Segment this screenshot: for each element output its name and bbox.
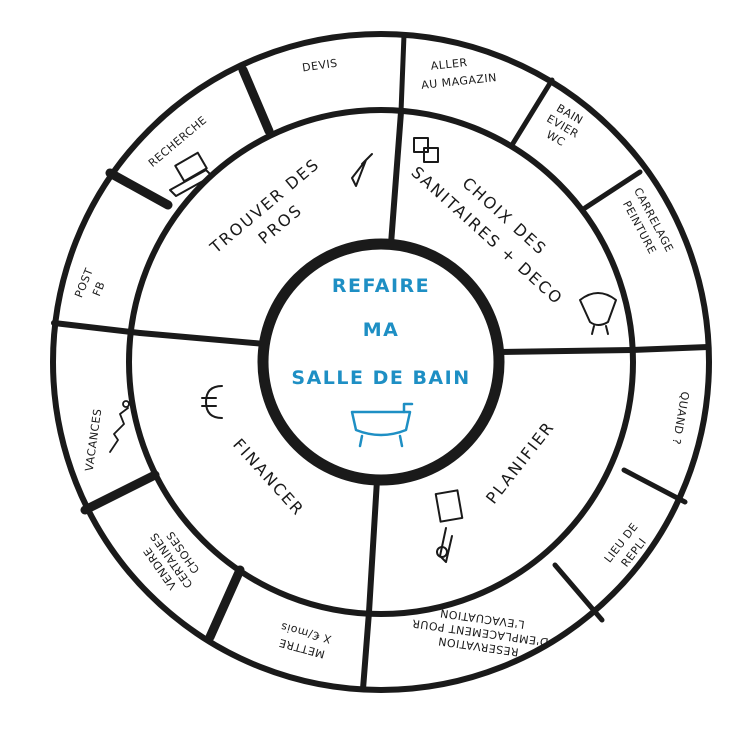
divider-outer bbox=[51, 320, 143, 336]
middle-ring-edge bbox=[126, 107, 636, 617]
divider-outer bbox=[552, 562, 605, 623]
outer-dividers bbox=[51, 32, 711, 692]
trowel-icon bbox=[351, 153, 373, 187]
center-goal: REFAIRE MA SALLE DE BAIN bbox=[291, 275, 470, 448]
outer-label: VACANCES bbox=[83, 408, 105, 472]
divider-mid bbox=[496, 347, 635, 355]
sun-path-icon bbox=[109, 400, 130, 453]
divider-outer bbox=[621, 467, 688, 505]
toilet-icon bbox=[579, 292, 617, 335]
outer-label: FB bbox=[90, 279, 108, 298]
divider-outer bbox=[105, 168, 173, 210]
outer-ring-labels: DEVIS ALLER AU MAGAZIN BAIN EVIER WC CAR… bbox=[72, 56, 691, 661]
center-line: SALLE DE BAIN bbox=[291, 367, 470, 389]
divider-outer bbox=[629, 344, 711, 353]
middle-label: PLANIFIER bbox=[482, 417, 558, 507]
middle-dividers bbox=[137, 109, 635, 615]
divider-mid bbox=[388, 109, 404, 247]
center-circle-edge bbox=[257, 238, 505, 486]
outer-label: QUAND ? bbox=[669, 390, 691, 445]
divider-outer bbox=[582, 169, 643, 211]
euro-icon bbox=[201, 385, 223, 419]
center-line: REFAIRE bbox=[332, 275, 430, 297]
divider-outer bbox=[238, 65, 274, 136]
divider-outer bbox=[398, 32, 407, 115]
divider-mid bbox=[366, 477, 380, 615]
outer-label: ALLER bbox=[430, 56, 468, 73]
laptop-icon bbox=[169, 151, 213, 197]
divider-outer bbox=[205, 565, 245, 642]
ring-outlines bbox=[50, 31, 712, 693]
divider-outer bbox=[360, 609, 372, 692]
outer-ring-edge bbox=[50, 31, 712, 693]
calendar-pencil-icon bbox=[434, 489, 464, 563]
divider-mid bbox=[137, 330, 268, 347]
divider-outer bbox=[80, 470, 160, 515]
outer-label: DEVIS bbox=[301, 57, 338, 75]
center-line: MA bbox=[363, 319, 400, 341]
middle-label: SANITAIRES + DECO bbox=[408, 163, 567, 309]
divider-outer bbox=[509, 77, 555, 148]
squares-icon bbox=[413, 137, 439, 163]
outer-label: AU MAGAZIN bbox=[421, 71, 498, 92]
bathtub-icon bbox=[350, 402, 414, 448]
